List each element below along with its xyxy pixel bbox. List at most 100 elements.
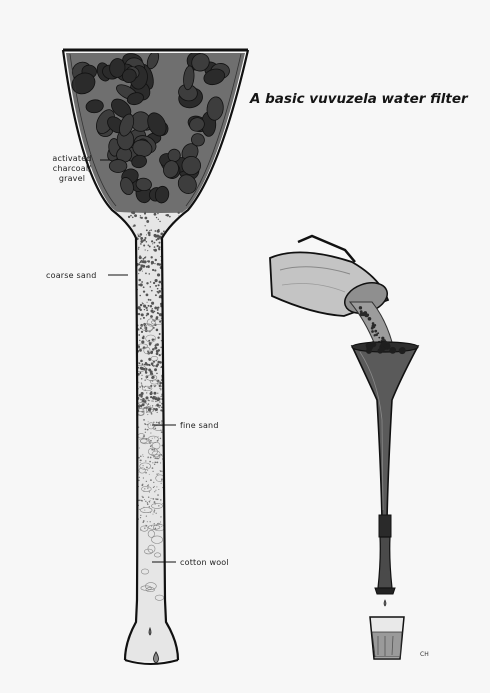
fine-grain xyxy=(142,454,144,456)
sand-grain xyxy=(141,336,145,340)
fine-grain xyxy=(145,480,148,483)
sand-grain xyxy=(140,243,142,245)
fine-grain xyxy=(153,463,156,466)
sand-grain xyxy=(152,243,154,245)
sand-grain xyxy=(145,314,148,317)
wool-fibre xyxy=(144,548,154,555)
fine-grain xyxy=(139,461,141,463)
fine-grain xyxy=(149,521,151,523)
small-filter-tube xyxy=(377,536,393,589)
fine-grain xyxy=(159,405,161,407)
fine-grain xyxy=(145,399,147,401)
fine-grain xyxy=(139,438,141,440)
fine-grain xyxy=(144,428,147,431)
fine-grain xyxy=(148,473,150,475)
stream-particle xyxy=(373,323,377,327)
fine-grain xyxy=(158,505,160,507)
fine-grain xyxy=(138,447,140,449)
sand-grain xyxy=(143,304,147,308)
fine-grain xyxy=(158,406,160,409)
stream-particle xyxy=(358,306,363,310)
sand-grain xyxy=(151,364,154,367)
charcoal-stone xyxy=(85,99,104,114)
jug-handle xyxy=(297,234,356,263)
sand-grain xyxy=(151,375,155,379)
sand-grain xyxy=(158,405,160,407)
fine-grain xyxy=(161,487,163,489)
main-vuvuzela-filter xyxy=(61,48,250,665)
sand-grain xyxy=(144,371,148,374)
fine-grain xyxy=(150,439,152,442)
fine-grain xyxy=(146,423,148,426)
cotton-wool-fibres xyxy=(134,318,166,601)
sand-grain xyxy=(148,233,151,237)
fine-grain xyxy=(158,422,161,425)
fine-grain xyxy=(160,395,162,398)
water-drop-bottom xyxy=(153,651,159,664)
sand-grain xyxy=(139,372,142,374)
small-stone xyxy=(400,347,406,352)
sand-grain xyxy=(145,240,148,243)
charcoal-stone xyxy=(154,185,170,204)
water-stream xyxy=(348,301,393,346)
sand-grain xyxy=(125,226,128,228)
fine-grain xyxy=(140,499,143,502)
fine-grain xyxy=(142,496,144,499)
stream-particle xyxy=(359,310,363,313)
sand-grain xyxy=(139,217,142,219)
sand-grain xyxy=(150,229,152,231)
fine-grain xyxy=(146,502,149,504)
fine-grain xyxy=(144,423,146,425)
sand-grain xyxy=(143,363,146,366)
fine-grain xyxy=(138,403,140,405)
fine-grain xyxy=(159,521,162,523)
sand-grain xyxy=(142,286,145,289)
fine-grain xyxy=(150,497,152,499)
sand-grain xyxy=(148,407,152,411)
sand-grain xyxy=(139,303,143,307)
fine-grain xyxy=(147,469,149,471)
fine-grain xyxy=(151,437,153,439)
sand-grain xyxy=(139,366,143,370)
fine-grain xyxy=(153,481,155,483)
sand-grain xyxy=(141,374,143,376)
fine-grain xyxy=(154,491,156,493)
wool-fibre xyxy=(147,530,155,538)
wool-fibre xyxy=(147,435,159,444)
fine-grain xyxy=(160,420,163,422)
sand-grain xyxy=(153,249,155,251)
sand-grain xyxy=(151,307,153,310)
water-drop xyxy=(148,626,152,636)
sand-grain xyxy=(137,248,140,250)
charcoal-stone xyxy=(126,92,144,106)
stream-particle xyxy=(364,313,369,318)
sand-grain xyxy=(154,263,156,265)
wool-fibre xyxy=(145,587,155,593)
charcoal-stone xyxy=(108,159,128,173)
small-filter-mouth xyxy=(374,587,396,595)
wool-fibre xyxy=(139,462,151,470)
sand-grain xyxy=(159,297,161,299)
sand-grain xyxy=(120,232,122,234)
sand-grain xyxy=(156,372,158,375)
sand-grain xyxy=(144,211,146,214)
sand-grain xyxy=(155,216,158,219)
sand-grain xyxy=(159,220,161,223)
sand-grain xyxy=(153,248,157,252)
glass-water xyxy=(371,631,403,658)
fine-grain xyxy=(147,421,149,423)
fine-grain xyxy=(140,455,142,457)
wool-fibre xyxy=(150,379,159,385)
fine-grain xyxy=(150,432,152,434)
fine-grain xyxy=(155,385,157,387)
sand-grain xyxy=(147,350,149,353)
sand-grain xyxy=(138,362,141,365)
sand-grain xyxy=(142,290,146,293)
small-filter-body xyxy=(350,345,420,521)
sand-grain xyxy=(156,290,159,293)
sand-grain xyxy=(141,378,143,380)
sand-grain xyxy=(154,368,158,372)
charcoal-stone xyxy=(163,160,179,179)
fine-grain xyxy=(151,400,153,402)
fine-grain xyxy=(144,387,145,389)
